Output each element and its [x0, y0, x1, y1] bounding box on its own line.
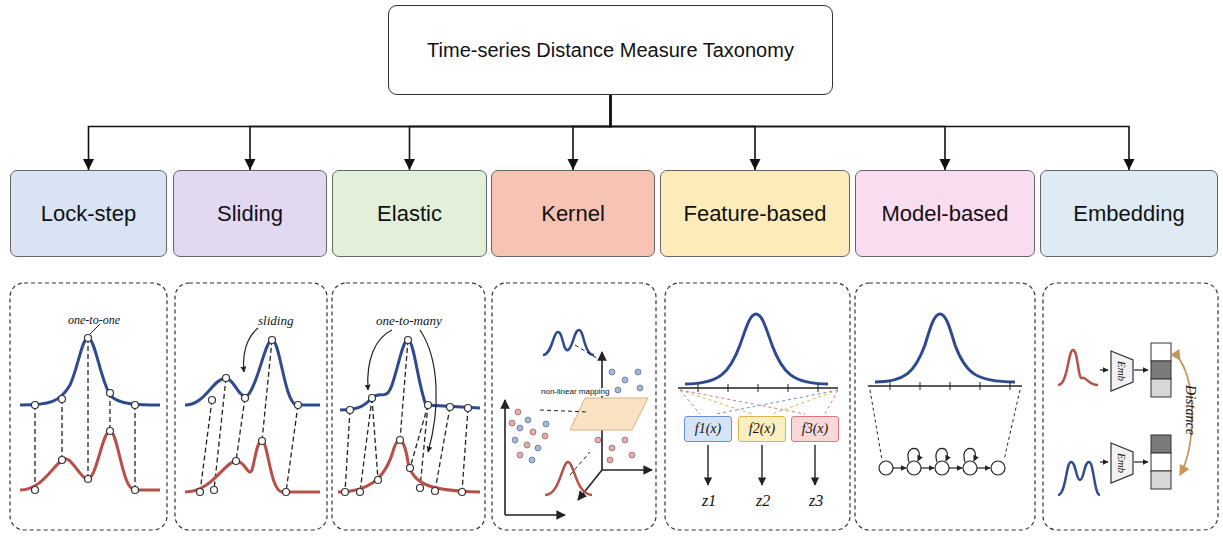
output-variable: z3: [809, 493, 823, 509]
tree-connector: [410, 95, 611, 170]
node-text: Elastic: [377, 201, 442, 227]
node-text: Kernel: [541, 201, 605, 227]
tree-connector: [250, 95, 611, 170]
category-box: Kernel: [491, 170, 655, 257]
category-box: Embedding: [1040, 170, 1218, 257]
node-text: Sliding: [217, 201, 283, 227]
category-box: Lock-step: [10, 170, 167, 257]
annotation: one-to-one: [68, 314, 120, 326]
encoder-trapezoid: Emb: [1110, 350, 1134, 392]
tree-connector: [89, 95, 611, 170]
category-box: Model-based: [855, 170, 1035, 257]
tree-connector: [611, 95, 1130, 170]
node-text: Time-series Distance Measure Taxonomy: [427, 39, 794, 62]
category-box: Feature-based: [660, 170, 850, 257]
annotation: non-linear mapping: [540, 388, 611, 396]
feature-function-box: f2(x): [738, 416, 786, 442]
node-text: Lock-step: [41, 201, 136, 227]
feature-function-box: f1(x): [684, 416, 732, 442]
annotation: sliding: [258, 314, 293, 327]
output-variable: z1: [702, 493, 716, 509]
feature-function-box: f3(x): [791, 416, 839, 442]
distance-label: Distance: [1183, 385, 1197, 435]
output-variable: z2: [756, 493, 770, 509]
node-text: Feature-based: [683, 201, 826, 227]
node-text: f3(x): [802, 421, 828, 437]
category-box: Elastic: [332, 170, 487, 257]
title-box: Time-series Distance Measure Taxonomy: [388, 5, 833, 95]
annotation: one-to-many: [376, 314, 442, 327]
node-text: Model-based: [881, 201, 1008, 227]
tree-connector: [573, 95, 611, 170]
tree-connector: [611, 95, 946, 170]
node-text: Emb: [1116, 361, 1128, 381]
category-box: Sliding: [173, 170, 327, 257]
encoder-trapezoid: Emb: [1110, 442, 1134, 484]
tree-connector: [611, 95, 756, 170]
node-text: f1(x): [695, 421, 721, 437]
node-text: Emb: [1116, 453, 1128, 473]
node-text: Embedding: [1073, 201, 1184, 227]
node-text: f2(x): [749, 421, 775, 437]
